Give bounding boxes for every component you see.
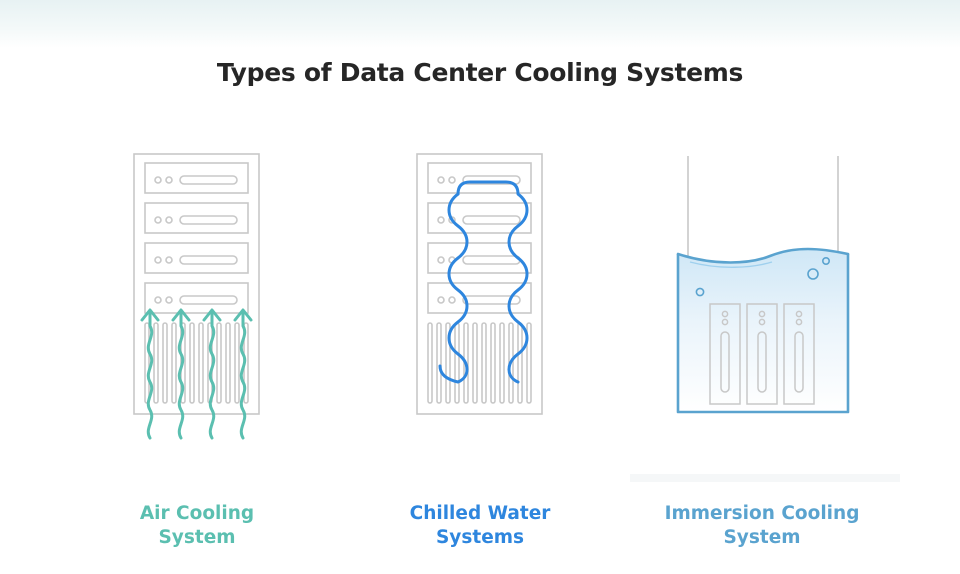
server-unit — [427, 202, 532, 234]
server-blade — [746, 303, 778, 405]
bubbles — [695, 256, 830, 297]
caption-chilled-water: Chilled Water Systems — [350, 502, 610, 550]
caption-line: Chilled Water — [409, 503, 551, 524]
caption-air-cooling: Air Cooling System — [67, 502, 327, 550]
server-blade — [709, 303, 741, 405]
caption-line: Immersion Cooling — [664, 503, 860, 524]
airflow-arrows — [140, 308, 253, 440]
caption-line: Systems — [435, 527, 525, 548]
airflow-arrow-icon — [140, 308, 160, 440]
header-band — [0, 0, 960, 48]
server-unit — [427, 162, 532, 194]
airflow-arrow-icon — [202, 308, 222, 440]
server-unit — [427, 282, 532, 314]
floor-shadow — [630, 474, 900, 482]
water-pipe-icon — [438, 180, 529, 384]
airflow-arrow-icon — [171, 308, 191, 440]
air-cooling-rack-icon — [133, 153, 260, 415]
caption-line: System — [723, 527, 801, 548]
vent-grille — [427, 322, 532, 404]
airflow-arrow-icon — [233, 308, 253, 440]
caption-line: System — [158, 527, 236, 548]
server-unit — [144, 202, 249, 234]
vent-grille — [144, 322, 249, 404]
server-unit — [144, 162, 249, 194]
caption-line: Air Cooling — [139, 503, 255, 524]
immersion-tank-icon — [676, 156, 850, 414]
page-title: Types of Data Center Cooling Systems — [216, 58, 744, 87]
caption-immersion-cooling: Immersion Cooling System — [632, 502, 892, 550]
server-blade — [783, 303, 815, 405]
server-unit — [144, 242, 249, 274]
server-unit — [427, 242, 532, 274]
server-unit — [144, 282, 249, 314]
coolant-liquid — [678, 249, 848, 412]
